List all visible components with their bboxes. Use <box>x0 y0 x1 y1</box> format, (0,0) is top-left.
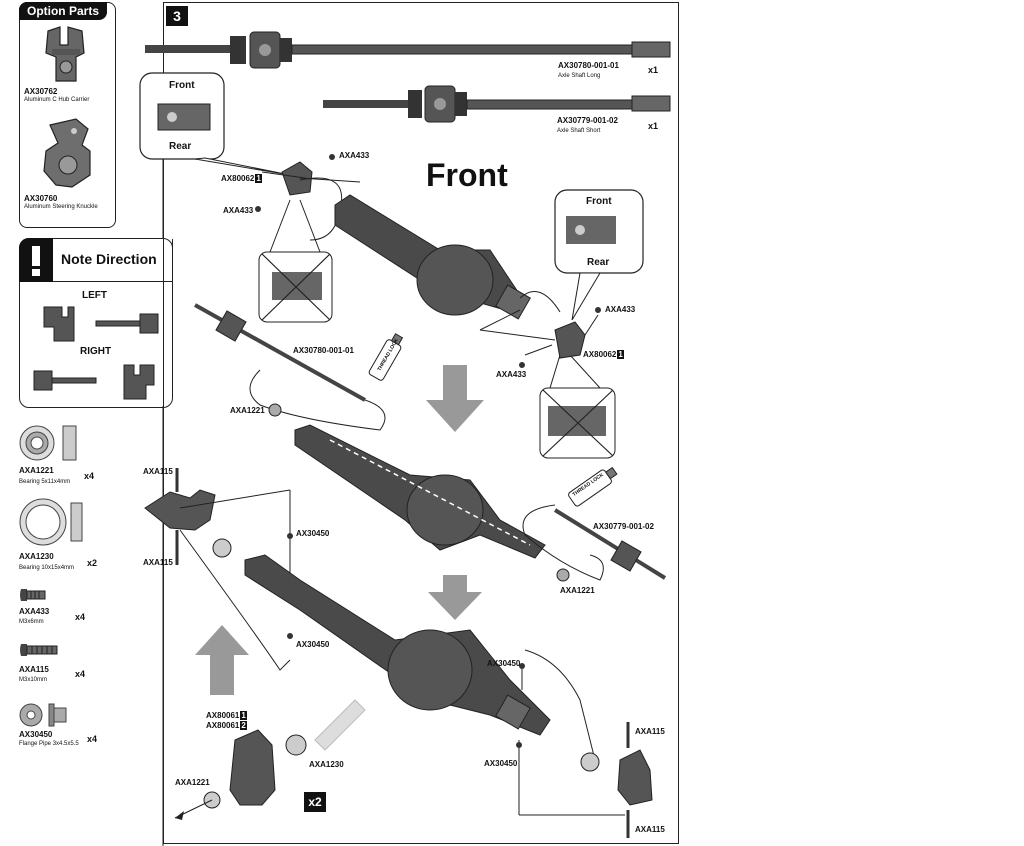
callout-rear-2: Rear <box>587 257 610 268</box>
callout-rear-1: Rear <box>169 141 192 152</box>
long-shaft-name: Axle Shaft Long <box>558 73 601 79</box>
option-part-name-1: Aluminum C Hub Carrier <box>24 97 90 103</box>
part-qty-4: x4 <box>75 669 86 679</box>
short-shaft-name: Axle Shaft Short <box>557 128 601 134</box>
long-shaft-code: AX30780-001-01 <box>558 61 619 70</box>
multiplier-badge: x2 <box>304 792 326 812</box>
note-direction-title: Note Direction <box>61 251 157 267</box>
label-axa1221-1: AXA1221 <box>230 406 265 415</box>
left-direction-image <box>43 306 159 342</box>
part-code-2: AXA1230 <box>19 552 54 561</box>
note-direction-panel: Note Direction LEFT RIGHT <box>19 238 173 408</box>
right-label: RIGHT <box>80 346 112 357</box>
label-short-shaft-mid: AX30779-001-02 <box>593 522 654 531</box>
part-desc-2: Bearing 10x15x4mm <box>19 565 75 571</box>
short-axle-shaft <box>323 85 671 123</box>
axle-housing-3 <box>244 554 551 736</box>
part-desc-1: Bearing 5x11x4mm <box>19 479 71 485</box>
label-axa433-2: AXA433 <box>223 206 254 215</box>
c-hub-carrier-image <box>45 26 85 82</box>
steering-knuckle-image <box>43 118 91 188</box>
label-axa1221-2: AXA1221 <box>560 586 595 595</box>
short-shaft-code: AX30779-001-02 <box>557 116 618 125</box>
label-axa433-4: AXA433 <box>496 370 527 379</box>
option-part-name-2: Aluminum Steering Knuckle <box>24 204 98 210</box>
warning-icon <box>19 238 53 282</box>
front-heading: Front <box>426 157 508 193</box>
short-shaft-qty: x1 <box>648 121 659 131</box>
label-axa115-3: AXA115 <box>635 727 665 736</box>
label-axa1221-3: AXA1221 <box>175 778 210 787</box>
axle-housing-2 <box>294 424 546 559</box>
part-qty-2: x2 <box>87 558 98 568</box>
option-part-code-1: AX30762 <box>24 87 58 96</box>
part-desc-3: M3x6mm <box>19 619 44 625</box>
label-long-shaft-mid: AX30780-001-01 <box>293 346 354 355</box>
option-parts-panel: Option Parts AX30762 Aluminum C Hub Carr… <box>19 2 116 228</box>
part-code-3: AXA433 <box>19 607 50 616</box>
part-qty-1: x4 <box>84 471 95 481</box>
step-panel <box>163 2 679 844</box>
note-direction-header <box>53 239 173 282</box>
long-shaft-qty: x1 <box>648 65 659 75</box>
label-ax30450-2: AX30450 <box>296 640 330 649</box>
label-axa1230: AXA1230 <box>309 760 344 769</box>
step-number: 3 <box>166 6 188 26</box>
label-axa115-4: AXA115 <box>635 825 665 834</box>
part-desc-5: Flange Pipe 3x4.5x5.5 <box>19 741 79 747</box>
part-qty-3: x4 <box>75 612 86 622</box>
flange-pipe-icon <box>19 703 67 727</box>
long-axle-shaft <box>145 31 671 69</box>
part-code-1: AXA1221 <box>19 466 54 475</box>
thread-lock-tube-2 <box>568 466 618 507</box>
screw-m3x10-icon <box>20 644 58 656</box>
part-desc-4: M3x10mm <box>19 677 48 683</box>
option-parts-title: Option Parts <box>19 2 107 20</box>
bearing-5x11-icon <box>19 425 77 461</box>
label-axa433-1: AXA433 <box>339 151 370 160</box>
callout-front-1: Front <box>169 80 195 91</box>
axle-housing-1 <box>334 194 531 320</box>
left-label: LEFT <box>82 290 107 301</box>
bearing-10x15-icon <box>19 498 83 546</box>
label-ax30450-4: AX30450 <box>484 759 518 768</box>
screw-m3x6-icon <box>20 589 46 601</box>
callout-front-2: Front <box>586 196 612 207</box>
label-ax30450-1: AX30450 <box>296 529 330 538</box>
part-code-4: AXA115 <box>19 665 49 674</box>
right-direction-image <box>33 364 155 400</box>
option-part-code-2: AX30760 <box>24 194 58 203</box>
part-code-5: AX30450 <box>19 730 53 739</box>
part-qty-5: x4 <box>87 734 98 744</box>
thread-lock-tube-1 <box>368 333 404 381</box>
label-axa115-2: AXA115 <box>143 558 173 567</box>
label-axa433-3: AXA433 <box>605 305 636 314</box>
label-ax30450-3: AX30450 <box>487 659 521 668</box>
label-axa115-1: AXA115 <box>143 467 173 476</box>
